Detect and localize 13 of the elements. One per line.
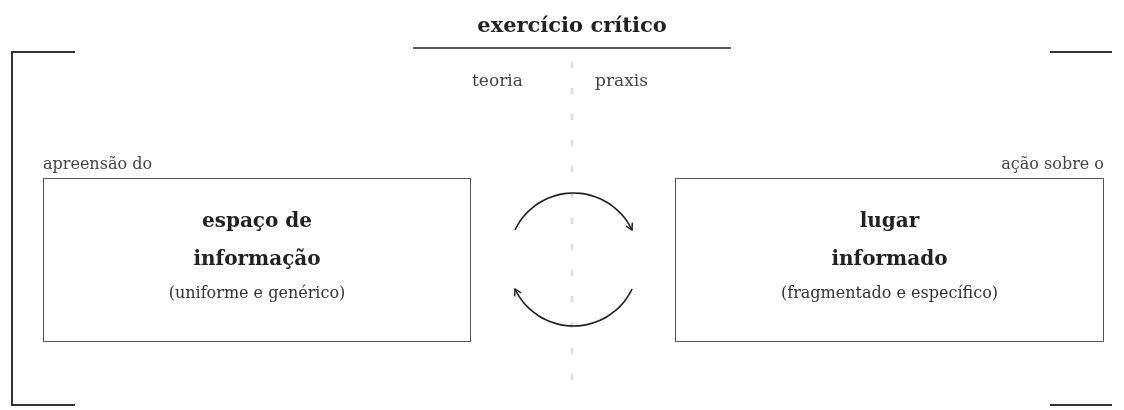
concept-box	[675, 178, 1104, 342]
side-label: teoria	[472, 70, 523, 90]
box-subtitle: (uniforme e genérico)	[168, 283, 346, 302]
box-heading: espaço de informação	[192, 207, 322, 272]
cycle-arrow	[513, 288, 633, 327]
box-subtitle: (fragmentado e específico)	[781, 283, 998, 302]
concept-box	[43, 178, 471, 342]
box-heading: lugar informado	[830, 207, 949, 272]
title: exercício crítico	[476, 12, 668, 37]
cycle-arrow	[514, 192, 634, 231]
box-caption: apreensão do	[43, 154, 152, 173]
box-caption: ação sobre o	[1001, 154, 1104, 173]
side-label: praxis	[595, 70, 648, 90]
